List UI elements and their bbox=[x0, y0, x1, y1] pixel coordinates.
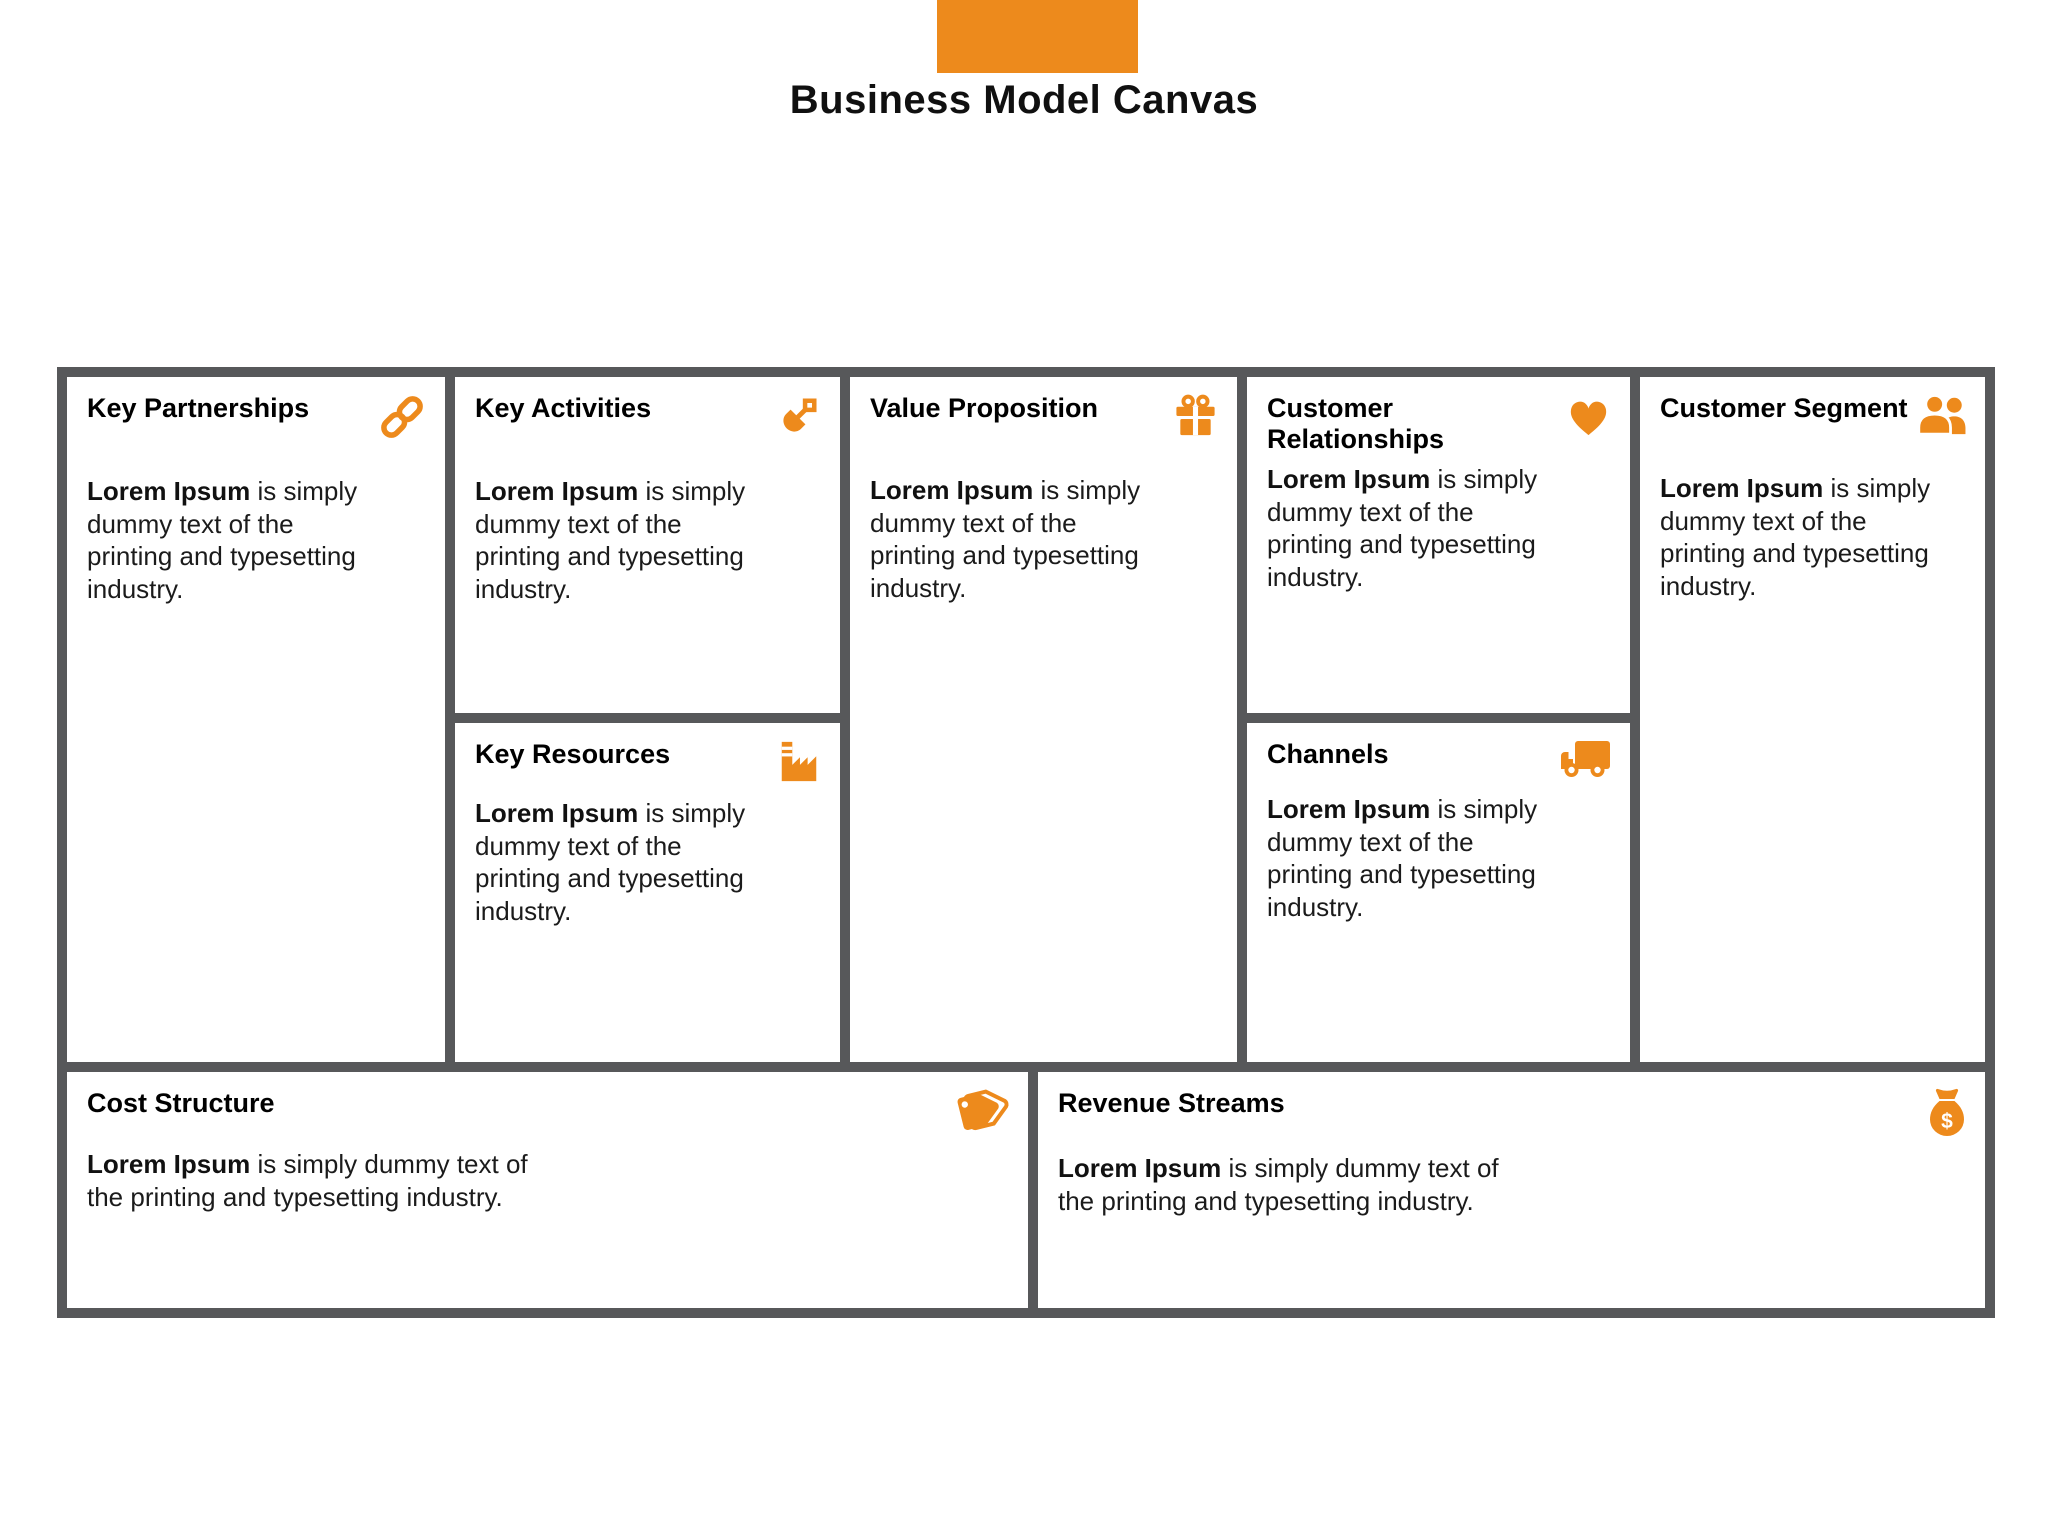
canvas-top-grid: Key Partnerships Lorem Ipsum is simply d… bbox=[67, 377, 1985, 1062]
box-body: Lorem Ipsum is simply dummy text of the … bbox=[1267, 464, 1538, 592]
box-customer-segment: Customer Segment Lorem Ipsum is sim bbox=[1640, 377, 1985, 1062]
box-cost-structure: Cost Structure Lorem Ipsum is simply dum… bbox=[67, 1072, 1028, 1308]
factory-icon bbox=[776, 739, 822, 785]
box-revenue-streams: Revenue Streams $ Lorem Ipsum is simply … bbox=[1038, 1072, 1985, 1308]
box-key-partnerships: Key Partnerships Lorem Ipsum is simply d… bbox=[67, 377, 445, 1062]
shovel-icon bbox=[774, 393, 822, 441]
box-value-proposition: Value Proposition Lorem Ipsum is simply … bbox=[850, 377, 1237, 1062]
box-body: Lorem Ipsum is simply dummy text of the … bbox=[1660, 473, 1931, 601]
box-header: Key Resources bbox=[475, 739, 822, 785]
box-header: Cost Structure bbox=[87, 1088, 1010, 1134]
tag-icon bbox=[952, 1088, 1010, 1134]
box-title: Value Proposition bbox=[870, 393, 1099, 423]
box-title: Key Resources bbox=[475, 739, 671, 769]
box-title: Customer Segment bbox=[1660, 393, 1908, 423]
box-header: Key Partnerships bbox=[87, 393, 427, 441]
business-model-canvas-grid: Key Partnerships Lorem Ipsum is simply d… bbox=[57, 367, 1995, 1318]
box-title: Revenue Streams bbox=[1058, 1088, 1285, 1118]
box-channels: Channels Lorem Ipsum is simply dummy tex… bbox=[1247, 723, 1630, 1062]
money-bag-icon: $ bbox=[1927, 1088, 1967, 1138]
box-body: Lorem Ipsum is simply dummy text of the … bbox=[870, 475, 1141, 603]
box-title: Channels bbox=[1267, 739, 1389, 769]
box-title: Key Activities bbox=[475, 393, 652, 423]
heart-icon bbox=[1565, 393, 1612, 438]
svg-text:$: $ bbox=[1941, 1110, 1953, 1133]
box-header: Customer Segment bbox=[1660, 393, 1967, 438]
box-key-activities: Key Activities Lorem Ipsum is simply dum… bbox=[455, 377, 840, 713]
box-body: Lorem Ipsum is simply dummy text of the … bbox=[1267, 794, 1538, 922]
page-title: Business Model Canvas bbox=[789, 78, 1259, 122]
link-icon bbox=[377, 393, 427, 441]
truck-icon bbox=[1558, 739, 1612, 781]
box-header: Revenue Streams $ bbox=[1058, 1088, 1967, 1138]
box-body: Lorem Ipsum is simply dummy text of the … bbox=[1058, 1153, 1499, 1216]
box-title: Customer Relationships bbox=[1267, 393, 1445, 455]
canvas-bottom-grid: Cost Structure Lorem Ipsum is simply dum… bbox=[67, 1072, 1985, 1308]
gift-icon bbox=[1172, 393, 1219, 440]
people-icon bbox=[1916, 393, 1972, 438]
box-body: Lorem Ipsum is simply dummy text of the … bbox=[475, 798, 746, 926]
box-body: Lorem Ipsum is simply dummy text of the … bbox=[475, 476, 746, 604]
box-title: Cost Structure bbox=[87, 1088, 275, 1118]
box-header: Channels bbox=[1267, 739, 1612, 781]
box-header: Key Activities bbox=[475, 393, 822, 441]
box-key-resources: Key Resources Lorem Ipsum is simply dumm… bbox=[455, 723, 840, 1062]
header-accent-bar bbox=[937, 0, 1138, 73]
box-body: Lorem Ipsum is simply dummy text of the … bbox=[87, 1149, 528, 1212]
box-body: Lorem Ipsum is simply dummy text of the … bbox=[87, 476, 358, 604]
box-title: Key Partnerships bbox=[87, 393, 310, 423]
box-customer-relationships: Customer Relationships Lorem Ipsum is si… bbox=[1247, 377, 1630, 713]
box-header: Value Proposition bbox=[870, 393, 1219, 440]
box-header: Customer Relationships bbox=[1267, 393, 1612, 455]
